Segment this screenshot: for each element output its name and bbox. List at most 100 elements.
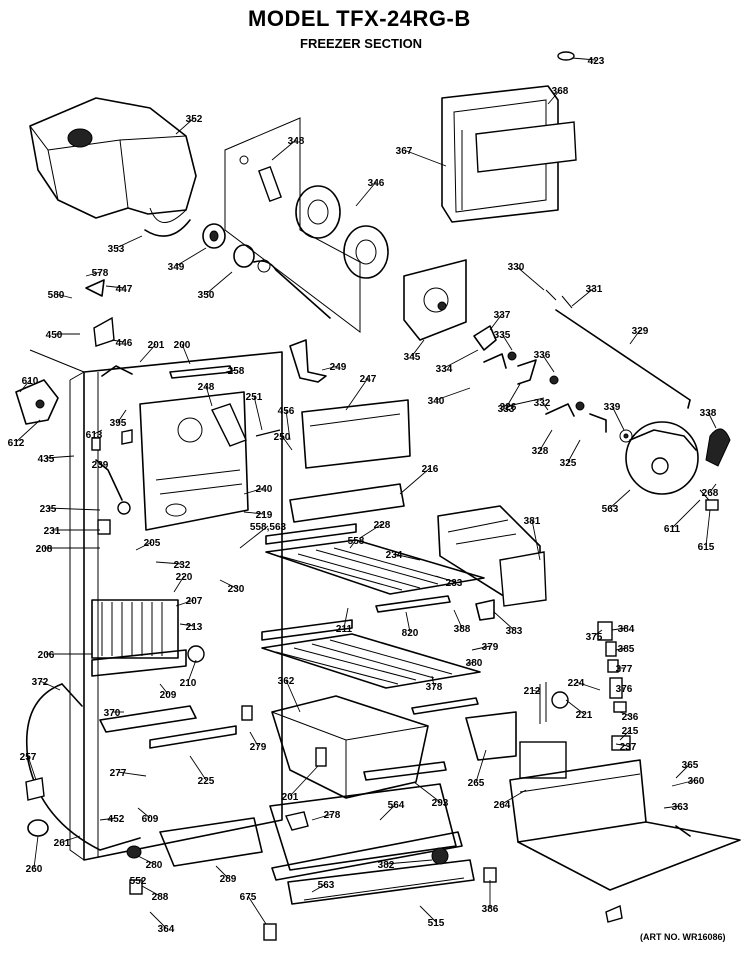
callout-leader-line (189, 755, 207, 781)
callout-leader-line (501, 333, 513, 351)
callout-leader-line (15, 419, 41, 443)
callout-225: 225 (198, 776, 215, 787)
callout-201: 201 (148, 340, 165, 351)
callout-leader-line (615, 743, 629, 747)
callout-leader-line (249, 731, 259, 747)
callout-leader-line (343, 607, 349, 629)
callout-leader-line (615, 647, 627, 651)
callout-820: 820 (402, 628, 419, 639)
auger-motor-part (619, 421, 731, 511)
callout-383: 383 (506, 626, 523, 637)
callout-leader-line (541, 353, 555, 373)
air-duct-plate-part (139, 391, 249, 531)
callout-leader-line (117, 771, 147, 777)
callout-leader-line (345, 377, 369, 411)
callout-leader-line (671, 779, 697, 787)
diagram-title: MODEL TFX-24RG-B (248, 6, 471, 31)
callout-leader-line (311, 813, 333, 821)
callout-leader-line (19, 379, 31, 393)
callout-leader-line (515, 265, 545, 291)
callout-251: 251 (246, 392, 263, 403)
callout-leader-line (205, 385, 213, 407)
callout-249: 249 (330, 362, 347, 373)
callout-278: 278 (324, 810, 341, 821)
callout-381: 381 (524, 516, 541, 527)
callout-257: 257 (20, 752, 37, 763)
callout-leader-line (311, 883, 327, 893)
callout-leader-line (489, 313, 503, 331)
drain-trough-part (99, 705, 237, 749)
ice-bucket-part (29, 97, 197, 237)
callout-leader-line (505, 383, 521, 409)
callout-leader-line (359, 523, 383, 539)
callout-378: 378 (426, 682, 443, 693)
linkage-parts (473, 289, 691, 433)
callout-224: 224 (568, 678, 585, 689)
callout-552: 552 (130, 876, 147, 887)
callout-230: 230 (228, 584, 245, 595)
callout-615: 615 (698, 542, 715, 553)
callout-239: 239 (92, 460, 109, 471)
callout-leader-line (215, 865, 229, 879)
callout-580: 580 (48, 290, 65, 301)
callout-338: 338 (700, 408, 717, 419)
callout-leader-line (285, 409, 291, 441)
callout-leader-line (355, 181, 377, 207)
callout-leader-line (85, 271, 101, 277)
callout-leader-line (179, 623, 195, 627)
control-assembly-part (465, 711, 741, 891)
callout-leader-line (465, 661, 475, 665)
callout-leader-line (159, 683, 169, 695)
callout-612: 612 (8, 438, 25, 449)
callout-leader-line (709, 483, 717, 493)
callout-219: 219 (256, 510, 273, 521)
callout-350: 350 (198, 290, 215, 301)
callout-261: 261 (54, 838, 71, 849)
ice-door-part (441, 85, 577, 223)
callout-leader-line (547, 89, 561, 105)
callout-leader-line (205, 271, 233, 295)
defrost-heater-part (25, 683, 141, 851)
callout-213: 213 (186, 622, 203, 633)
callout-leader-line (33, 835, 39, 869)
callout-leader-line (115, 235, 143, 249)
callout-277: 277 (110, 768, 127, 779)
callout-611: 611 (664, 524, 681, 535)
callout-leader-line (393, 553, 421, 561)
callout-264: 264 (494, 800, 511, 811)
callout-293: 293 (432, 798, 449, 809)
callout-348: 348 (288, 136, 305, 147)
callout-leader-line (253, 395, 263, 431)
callout-233: 233 (446, 578, 463, 589)
part-268-shape (15, 379, 59, 425)
callout-leader-line (149, 911, 167, 929)
callout-leader-line (663, 805, 681, 809)
ice-storage-bin-part (271, 695, 447, 799)
callout-352: 352 (186, 114, 203, 125)
callout-leader-line (575, 681, 601, 691)
callout-leader-line (619, 729, 631, 741)
callout-leader-line (175, 599, 195, 607)
motor-bracket-part (403, 259, 467, 341)
callout-leader-line (271, 139, 297, 161)
callout-leader-line (501, 789, 527, 805)
callout-leader-line (175, 247, 207, 267)
part-249-shape (169, 339, 327, 383)
callout-leader-line (475, 749, 487, 783)
callout-leader-line (175, 117, 195, 135)
callout-563: 563 (602, 504, 619, 515)
callout-210: 210 (180, 678, 197, 689)
callout-248: 248 (198, 382, 215, 393)
part-423-shape (557, 51, 575, 61)
callout-leader-line (155, 561, 183, 565)
callout-leader-line (55, 293, 73, 299)
callout-235: 235 (40, 504, 57, 515)
front-grille-part (159, 783, 475, 905)
callout-leader-line (419, 905, 437, 923)
callout-leader-line (565, 699, 585, 715)
callout-leader-line (619, 711, 631, 717)
callout-325: 325 (560, 458, 577, 469)
callout-375: 375 (586, 632, 603, 643)
callout-215: 215 (622, 726, 639, 737)
